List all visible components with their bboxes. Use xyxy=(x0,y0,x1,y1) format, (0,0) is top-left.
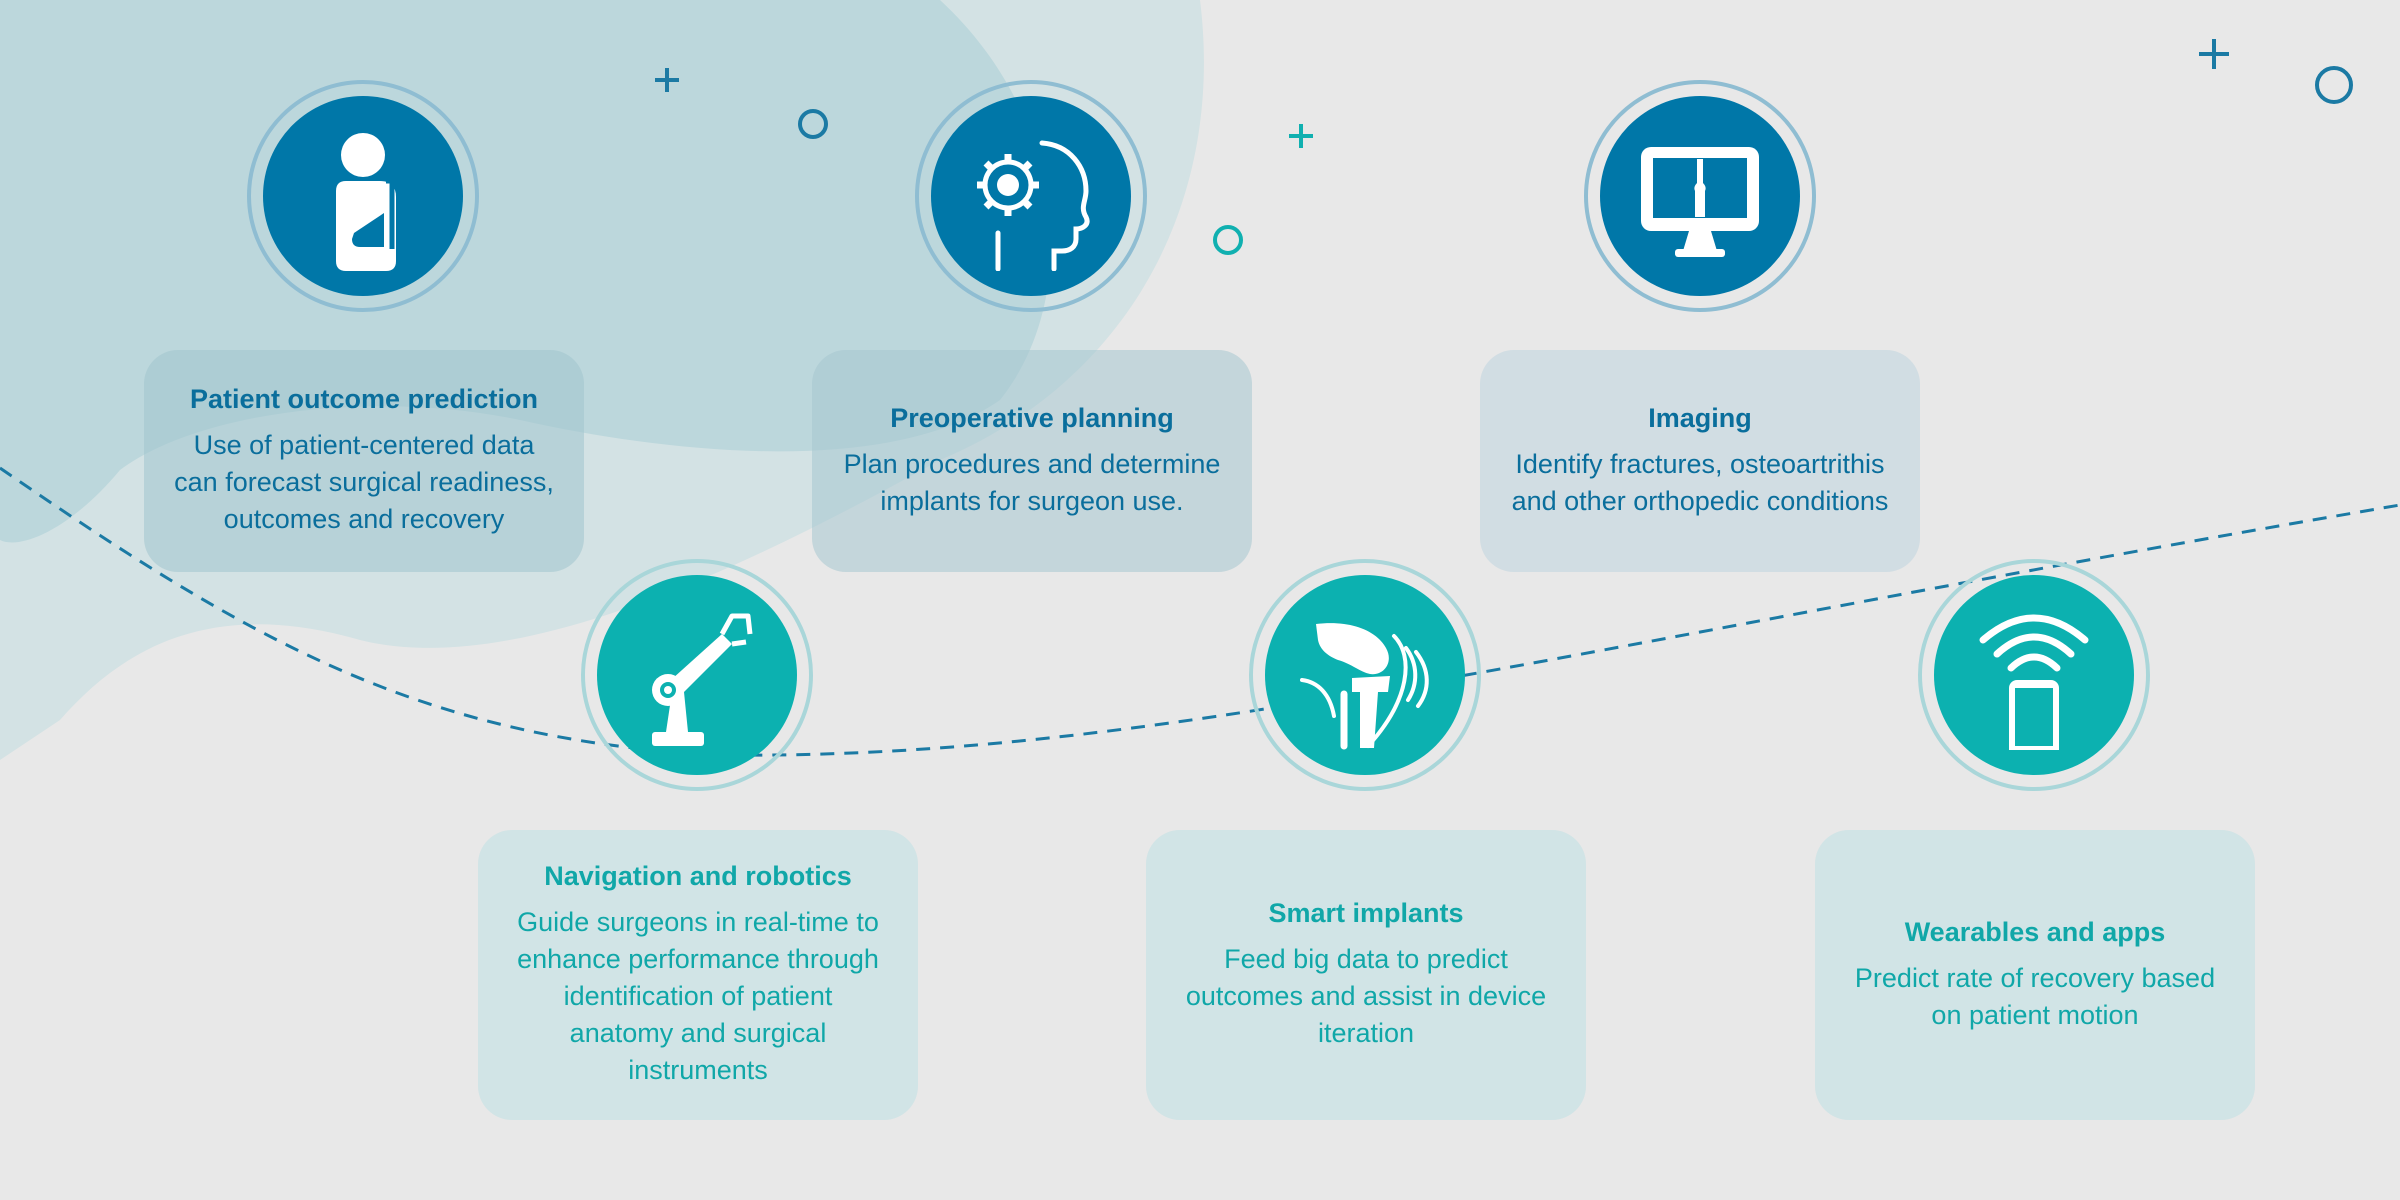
patient-outcome-prediction-card: Patient outcome prediction Use of patien… xyxy=(144,350,584,572)
description-line: can forecast surgical readiness, xyxy=(174,467,554,497)
smartphone-wifi-icon xyxy=(1979,614,2089,750)
card-title: Imaging xyxy=(1648,402,1752,433)
knee-joint-icon xyxy=(1300,623,1429,750)
plus-decoration xyxy=(655,68,679,92)
description-line: anatomy and surgical xyxy=(569,1018,827,1048)
description-line: Identify fractures, osteoartrithis xyxy=(1515,448,1885,479)
description-line: and other orthopedic conditions xyxy=(1511,485,1889,516)
card-description: Feed big data to predict outcomes and as… xyxy=(1186,941,1546,1052)
head-gear-icon xyxy=(977,140,1090,271)
description-line: iteration xyxy=(1317,1018,1415,1048)
dashed-connector-curve xyxy=(0,466,2400,757)
preoperative-planning-card: Preoperative planning Plan procedures an… xyxy=(812,350,1252,572)
wearables-and-apps-card: Wearables and apps Predict rate of recov… xyxy=(1815,830,2255,1120)
circle-decoration xyxy=(798,109,828,139)
card-description: Use of patient-centered data can forecas… xyxy=(174,427,554,538)
patient-outcome-prediction-icon-badge xyxy=(247,80,479,312)
description-line: Feed big data to predict xyxy=(1224,944,1508,974)
circle-decoration xyxy=(1213,225,1243,255)
card-description: Predict rate of recovery based on patien… xyxy=(1855,960,2215,1034)
description-line: Plan procedures and determine xyxy=(843,448,1221,479)
card-description: Identify fractures, osteoartrithis and o… xyxy=(1512,446,1889,520)
imaging-icon-badge xyxy=(1584,80,1816,312)
monitor-xray-icon xyxy=(1641,147,1759,257)
plus-decoration xyxy=(2199,39,2229,69)
imaging-card: Imaging Identify fractures, osteoartrith… xyxy=(1480,350,1920,572)
smart-implants-card: Smart implants Feed big data to predict … xyxy=(1146,830,1586,1120)
card-title: Wearables and apps xyxy=(1904,916,2166,947)
card-description: Guide surgeons in real-time to enhance p… xyxy=(517,904,879,1089)
description-line: identification of patient xyxy=(563,981,833,1011)
plus-decoration xyxy=(1289,124,1313,148)
description-line: instruments xyxy=(628,1055,768,1085)
navigation-and-robotics-icon-badge xyxy=(581,559,813,791)
description-line: enhance performance through xyxy=(517,944,879,974)
description-line: Guide surgeons in real-time to xyxy=(517,907,879,937)
card-title: Patient outcome prediction xyxy=(189,384,539,414)
description-line: Use of patient-centered data xyxy=(193,430,535,460)
patient-arm-sling-icon xyxy=(336,133,396,271)
circle-decoration xyxy=(2315,66,2353,104)
card-title: Preoperative planning xyxy=(890,402,1174,433)
description-line: outcomes and recovery xyxy=(223,504,505,534)
card-title: Smart implants xyxy=(1268,898,1464,928)
card-description: Plan procedures and determine implants f… xyxy=(844,446,1221,520)
wearables-and-apps-icon-badge xyxy=(1918,559,2150,791)
robotic-arm-icon xyxy=(652,613,753,746)
navigation-and-robotics-card: Navigation and robotics Guide surgeons i… xyxy=(478,830,918,1120)
card-title: Navigation and robotics xyxy=(544,861,852,891)
smart-implants-icon-badge xyxy=(1249,559,1481,791)
description-line: on patient motion xyxy=(1931,999,2139,1030)
description-line: outcomes and assist in device xyxy=(1185,981,1547,1011)
description-line: Predict rate of recovery based xyxy=(1854,962,2216,993)
preoperative-planning-icon-badge xyxy=(915,80,1147,312)
description-line: implants for surgeon use. xyxy=(880,485,1184,516)
